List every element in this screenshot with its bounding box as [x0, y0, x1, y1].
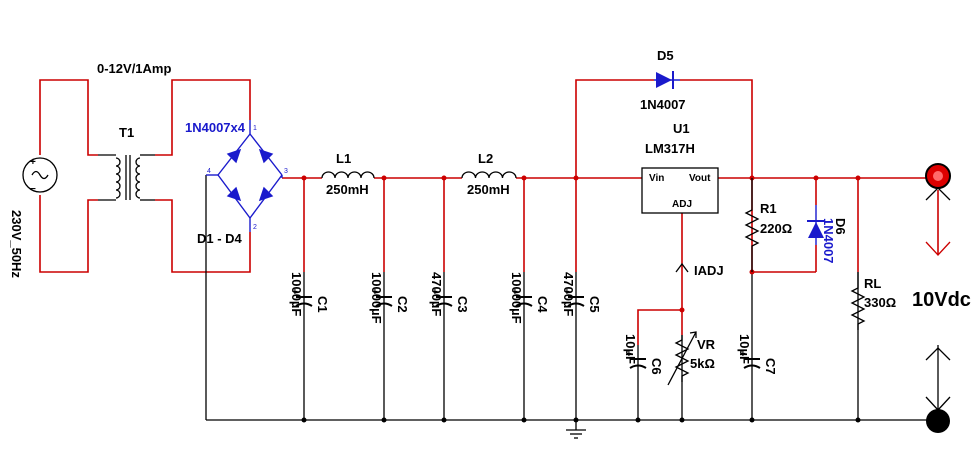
capacitor-c6-icon: + C6 10µF: [623, 334, 664, 375]
capacitor-polarity-mark: +: [740, 349, 746, 360]
capacitor-polarity-mark: +: [564, 287, 570, 298]
transformer-icon: [98, 154, 155, 201]
svg-text:+: +: [30, 157, 36, 168]
l2-value: 250mH: [467, 182, 510, 197]
bridge-pin-1: 1: [253, 125, 257, 132]
capacitor-polarity-mark: +: [626, 349, 632, 360]
black-wires: [205, 175, 939, 430]
output-voltage-label: 10Vdc: [912, 289, 971, 311]
resistor-rl-icon: [850, 272, 866, 330]
capacitor-value: 10µF: [623, 334, 638, 364]
u1-ref: U1: [673, 121, 690, 136]
wire-adj: [637, 213, 683, 345]
capacitor-value: 4700µF: [561, 272, 576, 316]
u1-vin: Vin: [649, 173, 664, 184]
regulator-body: [641, 167, 719, 214]
u1-vout: Vout: [689, 173, 711, 184]
capacitor-ref: C6: [649, 358, 664, 375]
capacitor-polarity-mark: +: [432, 287, 438, 298]
l1-ref: L1: [336, 151, 351, 166]
output-negative-terminal-icon[interactable]: [926, 409, 950, 433]
capacitor-c4-icon: + C4 10000µF: [509, 272, 550, 324]
capacitor-c3-icon: + C3 4700µF: [429, 272, 470, 316]
capacitor-ref: C2: [395, 296, 410, 313]
inductor-l1-icon: [321, 171, 375, 179]
d5-ref: D5: [657, 48, 674, 63]
bridge-pin-3: 3: [284, 168, 288, 175]
iadj-label: IADJ: [694, 263, 724, 278]
junctions-red: [301, 175, 861, 313]
wire-sec-top: [155, 79, 251, 156]
u1-part: LM317H: [645, 141, 695, 156]
capacitor-polarity-mark: +: [372, 287, 378, 298]
rl-value: 330Ω: [864, 295, 896, 310]
d5-part: 1N4007: [640, 97, 686, 112]
u1-adj: ADJ: [672, 199, 692, 210]
capacitor-ref: C4: [535, 296, 550, 313]
wire-src-bottom: [39, 195, 98, 273]
resistor-r1-icon: [744, 178, 760, 272]
ac-source-icon: + −: [22, 157, 58, 195]
d6-part: 1N4007: [821, 218, 836, 264]
capacitor-c7-icon: + C7 10µF: [737, 334, 778, 375]
wire-src-top: [39, 79, 98, 156]
bridge-ref: D1 - D4: [197, 231, 243, 246]
capacitor-c2-icon: + C2 10000µF: [369, 272, 410, 324]
d6-ref: D6: [833, 218, 848, 235]
capacitor-ref: C3: [455, 296, 470, 313]
capacitor-value: 10000µF: [509, 272, 524, 324]
source-label: 230V_50Hz: [9, 210, 24, 278]
capacitor-ref: C5: [587, 296, 602, 313]
junctions-black: [301, 417, 861, 423]
bridge-pin-2: 2: [253, 224, 257, 231]
capacitor-c1-icon: + C1 1000µF: [289, 272, 330, 316]
l2-ref: L2: [478, 151, 493, 166]
capacitor-ref: C1: [315, 296, 330, 313]
potentiometer-icon: [667, 331, 697, 386]
diode-d6-icon: [807, 205, 825, 245]
wire-d5-left: [575, 79, 654, 272]
bridge-part: 1N4007x4: [185, 120, 246, 135]
red-wires: [39, 79, 939, 345]
diode-d5-icon: [654, 71, 680, 89]
capacitor-value: 1000µF: [289, 272, 304, 316]
rl-ref: RL: [864, 276, 881, 291]
wire-sec-bottom: [155, 199, 251, 273]
capacitors: +C11000µF+C210000µF+C34700µF+C410000µF+C…: [289, 272, 778, 375]
r1-ref: R1: [760, 201, 777, 216]
vr-ref: VR: [697, 337, 716, 352]
capacitor-polarity-mark: +: [292, 287, 298, 298]
transformer-ref: T1: [119, 125, 134, 140]
capacitor-value: 10000µF: [369, 272, 384, 324]
capacitor-value: 10µF: [737, 334, 752, 364]
capacitor-c5-icon: + C5 4700µF: [561, 272, 602, 316]
ground-icon: [566, 429, 586, 439]
capacitor-ref: C7: [763, 358, 778, 375]
output-positive-terminal-icon[interactable]: [925, 163, 951, 189]
bridge-pin-4: 4: [207, 168, 211, 175]
l1-value: 250mH: [326, 182, 369, 197]
svg-text:−: −: [30, 184, 36, 195]
capacitor-polarity-mark: +: [512, 287, 518, 298]
transformer-rating: 0-12V/1Amp: [97, 61, 171, 76]
inductor-l2-icon: [461, 171, 517, 179]
current-arrow-icon: [675, 262, 689, 273]
capacitor-value: 4700µF: [429, 272, 444, 316]
vr-value: 5kΩ: [690, 356, 715, 371]
r1-value: 220Ω: [760, 221, 792, 236]
bridge-rectifier-icon: [206, 120, 283, 232]
